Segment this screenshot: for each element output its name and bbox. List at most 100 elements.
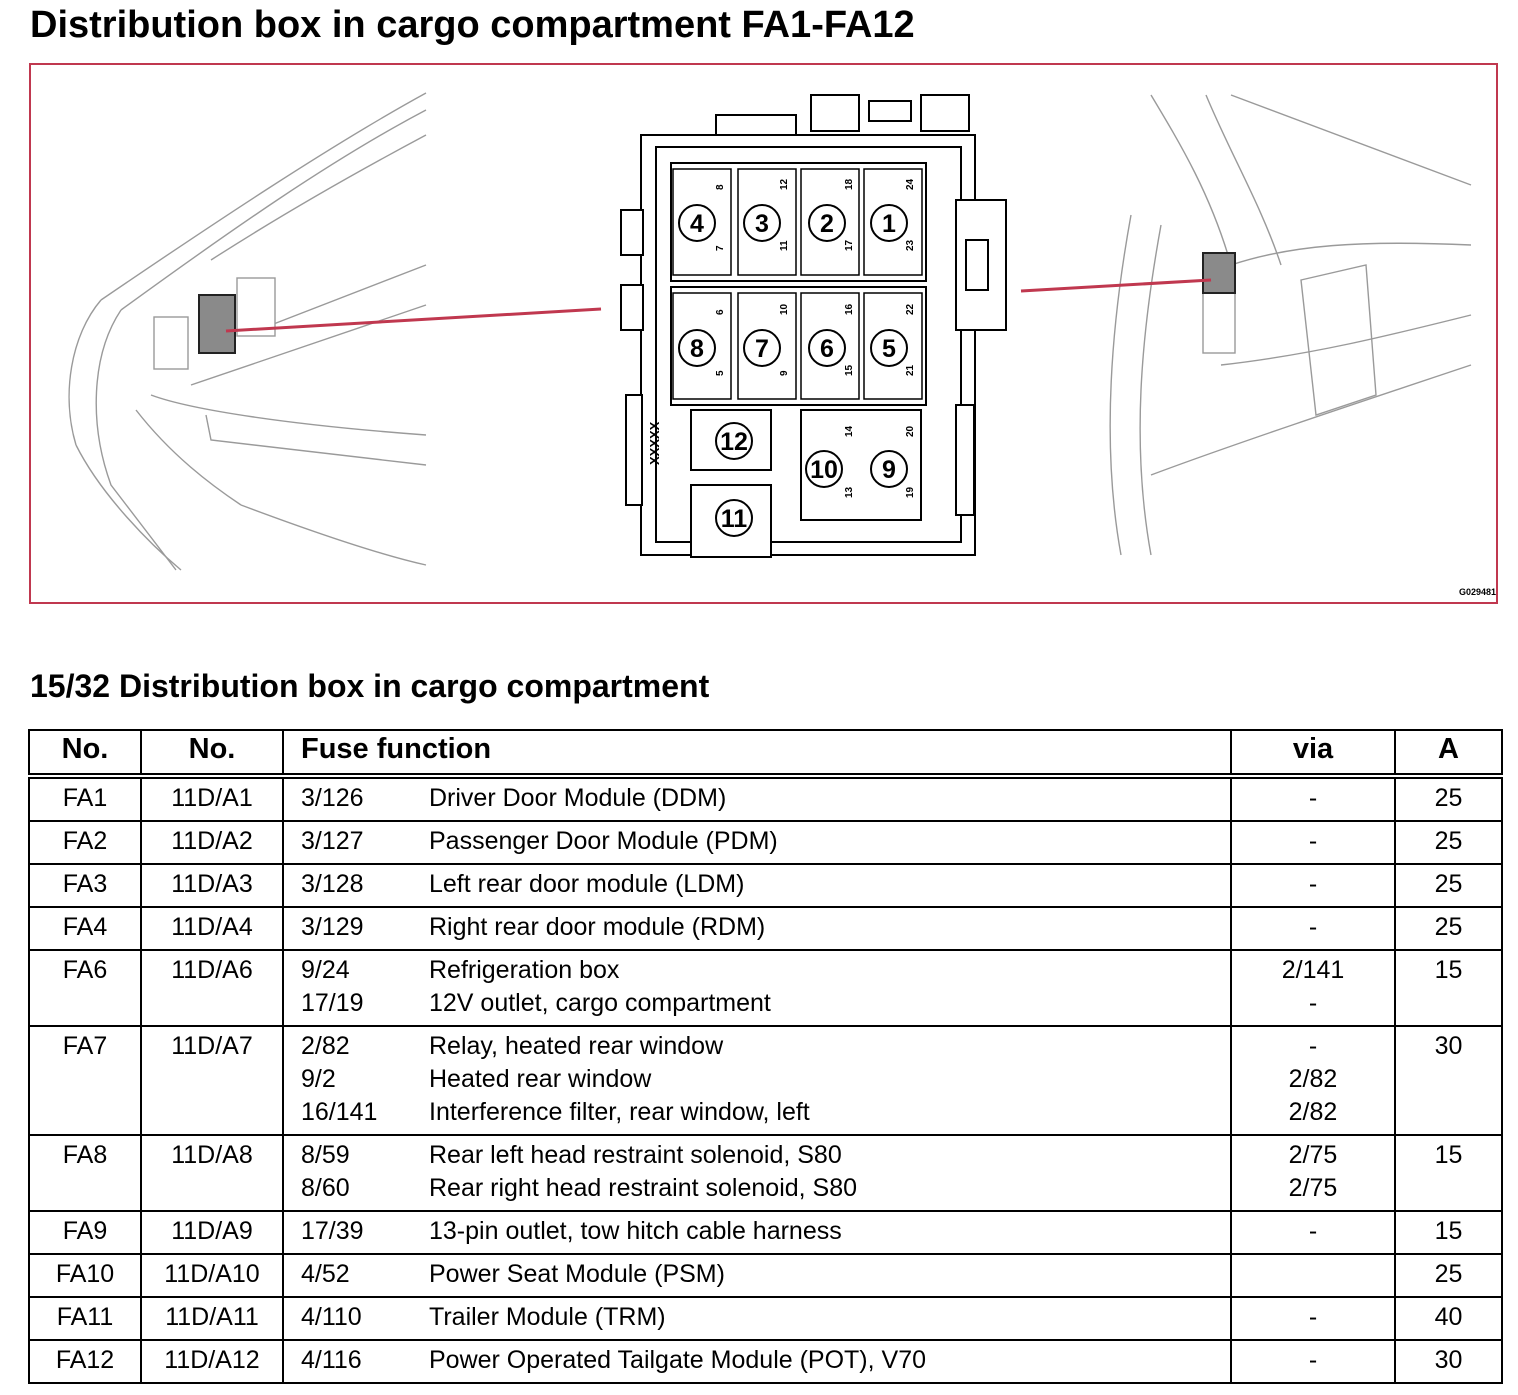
function-code: 8/59	[301, 1141, 350, 1169]
amperage-cell: 15	[1394, 1134, 1503, 1212]
fuse-position-label: 10	[810, 456, 838, 484]
function-description: Trailer Module (TRM)	[429, 1303, 666, 1331]
pin-number: 17	[844, 239, 855, 251]
pin-number: 16	[844, 303, 855, 315]
amperage-cell: 15	[1394, 1210, 1503, 1255]
box-part-label: XXXXX	[647, 421, 662, 465]
function-code: 3/129	[301, 913, 364, 941]
via-value: -	[1308, 784, 1318, 812]
via-cell: - 2/82 2/82	[1230, 1025, 1396, 1136]
amperage-cell: 30	[1394, 1339, 1503, 1384]
pin-number: 21	[905, 364, 916, 376]
pin-number: 7	[715, 245, 726, 251]
fuse-id-cell: FA7	[28, 1025, 142, 1136]
connector-cell: 11D/A11	[140, 1296, 284, 1341]
pin-number: 24	[905, 178, 916, 190]
function-description: Heated rear window	[429, 1065, 652, 1093]
fuse-position-label: 4	[690, 210, 704, 238]
via-cell: -	[1230, 863, 1396, 908]
fuse-position-marker	[678, 329, 716, 367]
function-code: 3/127	[301, 827, 364, 855]
amperage-cell: 25	[1394, 863, 1503, 908]
via-cell: -	[1230, 1339, 1396, 1384]
via-value: -	[1308, 989, 1318, 1017]
connector-cell: 11D/A9	[140, 1210, 284, 1255]
function-description: Refrigeration box	[429, 956, 620, 984]
fuse-position-marker	[870, 329, 908, 367]
via-value: 2/82	[1288, 1098, 1338, 1126]
pin-number: 19	[905, 486, 916, 498]
fuse-slot-outline	[672, 292, 732, 400]
highlighted-box-right	[1202, 252, 1236, 294]
function-description: 12V outlet, cargo compartment	[429, 989, 771, 1017]
page-title: Distribution box in cargo compartment FA…	[30, 4, 915, 46]
fuse-id-cell: FA11	[28, 1296, 142, 1341]
function-cell: 3/128 Left rear door module (LDM)	[282, 863, 1232, 908]
fuse-slots: 1234567891011122423181712118722211615109…	[672, 168, 923, 537]
connector-cell: 11D/A3	[140, 863, 284, 908]
function-code: 4/116	[301, 1346, 362, 1374]
pin-number: 11	[779, 240, 790, 251]
function-description: Driver Door Module (DDM)	[429, 784, 727, 812]
pin-number: 8	[715, 184, 726, 190]
via-value: 2/82	[1288, 1065, 1338, 1093]
amperage-cell: 25	[1394, 906, 1503, 951]
fuse-position-label: 11	[721, 505, 748, 533]
highlighted-box-left	[198, 294, 236, 354]
fuse-id-cell: FA8	[28, 1134, 142, 1212]
via-cell: -	[1230, 820, 1396, 865]
right-car-sketch	[1109, 94, 1472, 556]
fuse-slot-outline	[800, 168, 860, 276]
fuse-id-cell: FA3	[28, 863, 142, 908]
via-cell: -	[1230, 1296, 1396, 1341]
fuse-id-cell: FA2	[28, 820, 142, 865]
fuse-box-diagram: 1234567891011122423181712118722211615109…	[68, 92, 1496, 597]
function-code: 2/82	[301, 1032, 350, 1060]
function-description: Right rear door module (RDM)	[429, 913, 766, 941]
via-value: -	[1308, 1032, 1318, 1060]
fuse-position-marker	[743, 204, 781, 242]
function-description: Left rear door module (LDM)	[429, 870, 745, 898]
col-header-no: No.	[140, 729, 284, 779]
connector-cell: 11D/A2	[140, 820, 284, 865]
amperage-cell: 25	[1394, 1253, 1503, 1298]
function-code: 3/128	[301, 870, 364, 898]
left-car-sketch	[68, 92, 427, 571]
fuse-box-housing	[620, 94, 1007, 558]
connector-cell: 11D/A4	[140, 906, 284, 951]
function-description: Interference filter, rear window, left	[429, 1098, 810, 1126]
via-cell: -	[1230, 1210, 1396, 1255]
pin-number: 12	[779, 178, 790, 190]
via-value	[1232, 1258, 1394, 1291]
fuse-position-label: 5	[882, 335, 896, 363]
function-code: 3/126	[301, 784, 364, 812]
pin-number: 15	[844, 364, 855, 376]
fuse-id-cell: FA1	[28, 775, 142, 822]
amperage-cell: 30	[1394, 1025, 1503, 1136]
via-value: -	[1308, 870, 1318, 898]
pin-number: 22	[905, 303, 916, 315]
function-line: 3/126 Driver Door Module (DDM)	[284, 782, 1230, 815]
via-cell: 2/141-	[1230, 949, 1396, 1027]
function-description: Power Seat Module (PSM)	[429, 1260, 725, 1288]
amperage-cell: 40	[1394, 1296, 1503, 1341]
function-cell: 3/129 Right rear door module (RDM)	[282, 906, 1232, 951]
fuse-slot-outline	[800, 292, 860, 400]
fuse-position-marker	[870, 204, 908, 242]
function-description: Passenger Door Module (PDM)	[429, 827, 778, 855]
